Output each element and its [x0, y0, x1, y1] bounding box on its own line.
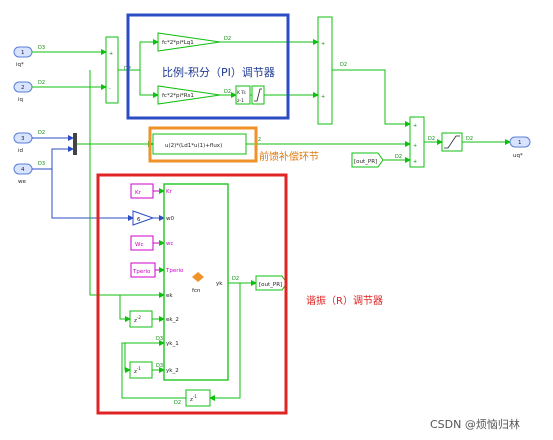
svg-text:Tperio: Tperio — [165, 268, 184, 274]
sig-iq-ref: D3 — [38, 45, 45, 51]
svg-text:2: 2 — [21, 85, 25, 91]
svg-text:id: id — [18, 148, 23, 154]
svg-text:D2: D2 — [224, 36, 231, 42]
svg-text:-: - — [109, 86, 111, 92]
svg-text:Kr: Kr — [135, 190, 142, 196]
svg-text:ek_2: ek_2 — [166, 317, 179, 323]
outport-uq-ref[interactable]: 1 uq* — [509, 136, 531, 159]
svg-text:Kr: Kr — [166, 189, 173, 195]
matlab-function-block[interactable]: Kr w0 wc Tperio ek ek_2 yk_1 yk_2 yk fcn — [163, 183, 229, 381]
sig-we: D3 — [38, 161, 45, 167]
svg-text:we: we — [18, 179, 26, 185]
resonant-highlight-box — [96, 173, 288, 415]
output-saturation-block[interactable] — [441, 132, 463, 152]
svg-text:D3: D3 — [156, 336, 163, 342]
svg-text:+: + — [321, 94, 325, 100]
pi-highlight-box — [126, 13, 290, 120]
svg-text:z-1: z-1 — [237, 98, 244, 104]
svg-text:D2: D2 — [428, 136, 435, 142]
constant-tperiod-block[interactable]: Tperio — [130, 262, 156, 278]
pi-controller-label: 比例-积分（PI）调节器 — [162, 65, 275, 79]
svg-text:ek: ek — [166, 293, 173, 299]
delay-feedback-block[interactable]: z-1 — [185, 389, 211, 407]
svg-text:+: + — [413, 123, 417, 129]
sig-id: D2 — [38, 130, 45, 136]
watermark-text: CSDN @烦恼归林 — [430, 417, 520, 431]
svg-text:fcn: fcn — [192, 288, 201, 294]
feedforward-label: 前馈补偿环节 — [259, 150, 319, 163]
constant-wc-block[interactable]: Wc — [130, 235, 154, 251]
svg-text:+: + — [321, 41, 325, 47]
svg-text:D2: D2 — [254, 137, 261, 143]
goto-out-pr-block[interactable]: [out_PR] — [255, 275, 288, 291]
sum-pi-block[interactable]: + + — [317, 16, 333, 125]
svg-text:D3: D3 — [156, 363, 163, 369]
resonant-label: 谐振（R）调节器 — [306, 294, 383, 307]
svg-text:fc*2*pi*Rs1: fc*2*pi*Rs1 — [162, 93, 194, 99]
svg-text:iq*: iq* — [16, 62, 24, 68]
svg-text:yk_2: yk_2 — [166, 368, 179, 374]
svg-text:[out_PR]: [out_PR] — [259, 282, 282, 288]
svg-text:+: + — [109, 51, 113, 57]
svg-text:w0: w0 — [166, 216, 174, 222]
svg-text:[out_PR]: [out_PR] — [354, 159, 377, 165]
sig-iq: D2 — [38, 80, 45, 86]
svg-text:6: 6 — [137, 217, 141, 223]
svg-text:z-1: z-1 — [190, 394, 197, 403]
svg-text:Wc: Wc — [135, 242, 143, 248]
gain-kp-block[interactable]: fc*2*pi*Lq1 — [157, 32, 221, 52]
svg-text:yk_1: yk_1 — [166, 341, 179, 347]
svg-text:4: 4 — [21, 167, 25, 173]
svg-text:D2: D2 — [340, 62, 347, 68]
svg-text:wc: wc — [166, 241, 174, 247]
svg-text:z-2: z-2 — [134, 315, 141, 324]
integrator-saturation-block[interactable] — [251, 85, 265, 105]
svg-text:uq*: uq* — [513, 153, 523, 159]
sum-output-block[interactable]: + + + — [409, 116, 425, 168]
discrete-integrator-block[interactable]: K Ts z-1 — [235, 85, 251, 105]
constant-kr-block[interactable]: Kr — [130, 183, 154, 199]
feedforward-highlight-box — [148, 126, 258, 163]
svg-text:D2: D2 — [174, 400, 181, 406]
sum-error-block[interactable]: + - — [105, 36, 119, 104]
gain-w0-block[interactable]: 6 — [132, 210, 155, 226]
feedforward-fcn-block[interactable]: u(2)*(Ld1*u(1)+flux) — [152, 133, 247, 155]
svg-text:fc*2*pi*Lq1: fc*2*pi*Lq1 — [162, 40, 194, 46]
svg-text:D2: D2 — [224, 89, 231, 95]
svg-text:Tperio: Tperio — [132, 269, 151, 275]
svg-text:1: 1 — [21, 50, 25, 56]
svg-text:iq: iq — [18, 97, 23, 103]
svg-text:yk: yk — [216, 281, 223, 287]
inport-iq-ref[interactable]: 1 iq* — [13, 46, 33, 68]
inport-we[interactable]: 4 we — [13, 163, 33, 185]
svg-text:+: + — [413, 159, 417, 165]
svg-text:K Ts: K Ts — [237, 90, 246, 96]
gain-ki-block[interactable]: fc*2*pi*Rs1 — [157, 85, 221, 105]
inport-iq[interactable]: 2 iq — [13, 81, 33, 103]
svg-text:3: 3 — [21, 136, 25, 142]
svg-text:z-1: z-1 — [134, 366, 141, 375]
svg-text:+: + — [413, 143, 417, 149]
svg-text:u(2)*(Ld1*u(1)+flux): u(2)*(Ld1*u(1)+flux) — [165, 143, 222, 149]
delay-z2-block[interactable]: z-2 — [129, 310, 153, 328]
svg-text:1: 1 — [518, 140, 522, 146]
inport-id[interactable]: 3 id — [13, 132, 33, 154]
from-out-pr-block[interactable]: [out_PR] — [351, 152, 384, 168]
delay-z1-block[interactable]: z-1 — [129, 361, 153, 379]
svg-text:D2: D2 — [466, 136, 473, 142]
svg-text:D2: D2 — [232, 276, 239, 282]
mux-feedforward-block[interactable] — [73, 133, 77, 155]
svg-text:D2: D2 — [395, 154, 402, 160]
